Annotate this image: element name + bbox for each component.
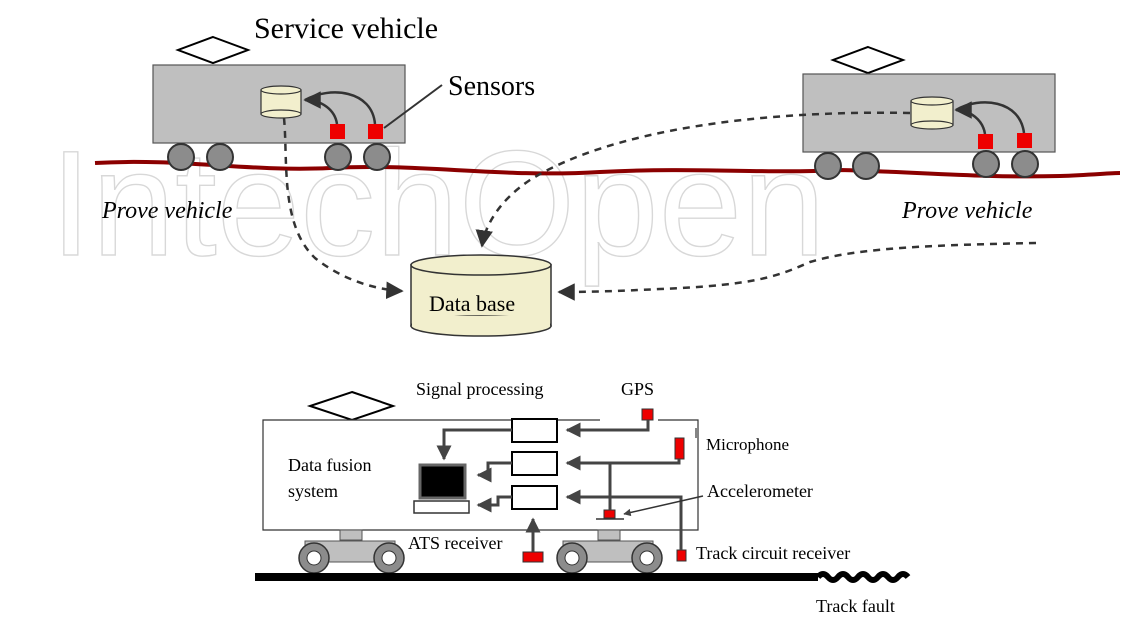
ats-receiver-label: ATS receiver — [408, 533, 502, 553]
wheel-icon — [167, 143, 195, 171]
gps-sensor-icon — [641, 408, 654, 421]
pantograph-icon — [175, 35, 251, 65]
bogie-left — [298, 529, 405, 574]
data-fusion-label-line1: Data fusion — [288, 455, 371, 475]
wheel-icon — [814, 152, 842, 180]
track-fault-icon — [815, 571, 911, 583]
microphone-sensor-icon — [674, 437, 685, 460]
wheel-icon — [206, 143, 234, 171]
gps-label: GPS — [621, 379, 654, 399]
sensors-label: Sensors — [448, 71, 535, 102]
data-flow-arrow — [475, 111, 911, 248]
computer-icon — [413, 463, 470, 514]
track-fault-label: Track fault — [816, 596, 895, 616]
data-flow-arrow — [282, 117, 404, 300]
sensor-icon — [368, 124, 383, 139]
wheel-icon — [852, 152, 880, 180]
wheel-icon — [363, 143, 391, 171]
sensor-icon — [330, 124, 345, 139]
database-icon — [410, 254, 552, 337]
ats-receiver-icon — [522, 551, 544, 563]
accelerometer-label: Accelerometer — [707, 481, 813, 501]
prove-vehicle-left-label: Prove vehicle — [101, 198, 233, 224]
measurement-vehicle — [262, 390, 704, 574]
sensor-icon — [1017, 133, 1032, 148]
accelerometer-sensor-icon — [603, 509, 616, 519]
signal-processor-box — [511, 485, 558, 510]
track-circuit-receiver-label: Track circuit receiver — [696, 543, 850, 563]
sensor-icon — [978, 134, 993, 149]
service-vehicle-label: Service vehicle — [254, 12, 438, 45]
track-circuit-sensor-icon — [676, 549, 687, 562]
bogie-right — [556, 529, 663, 574]
wheel-icon — [972, 150, 1000, 178]
rail-track — [255, 573, 818, 581]
microphone-label: Microphone — [706, 435, 789, 454]
pantograph-icon — [830, 45, 906, 75]
data-flow-arrow — [557, 241, 1037, 301]
sensors-pointer — [383, 84, 443, 129]
signal-processor-box — [511, 418, 558, 443]
onboard-storage-icon — [260, 85, 302, 119]
database-label: Data base — [429, 291, 515, 316]
wheel-icon — [1011, 150, 1039, 178]
onboard-storage-icon — [910, 96, 954, 130]
signal-processing-label: Signal processing — [416, 379, 544, 399]
prove-vehicle-right — [802, 45, 1056, 180]
data-fusion-label-line2: system — [288, 481, 338, 501]
pantograph-icon — [306, 390, 397, 422]
service-vehicle — [152, 35, 406, 171]
wheel-icon — [324, 143, 352, 171]
signal-processor-box — [511, 451, 558, 476]
prove-vehicle-right-label: Prove vehicle — [901, 198, 1033, 224]
